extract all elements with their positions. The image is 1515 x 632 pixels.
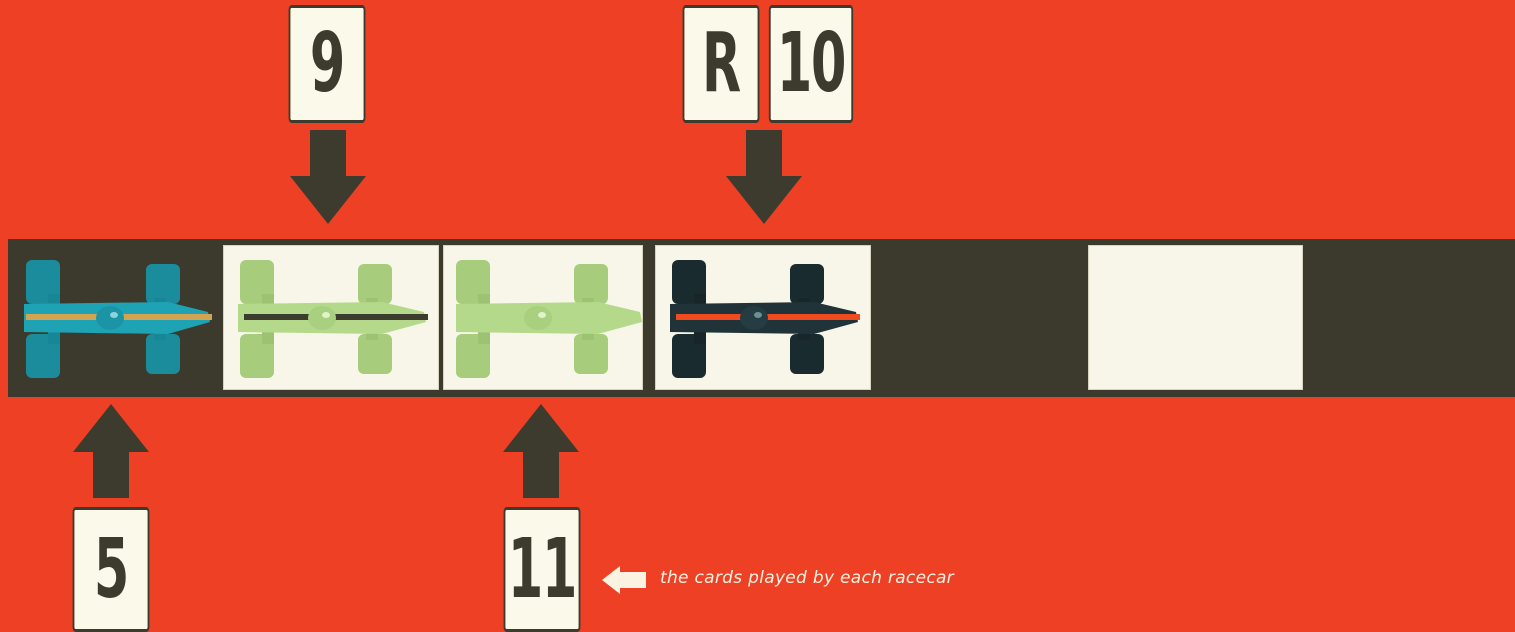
blue-racecar[interactable] xyxy=(18,258,218,380)
card-r[interactable]: R xyxy=(683,5,760,123)
card-11[interactable]: 11 xyxy=(504,507,581,632)
dark-racecar[interactable] xyxy=(664,258,864,380)
caption-text: the cards played by each racecar xyxy=(660,568,954,588)
green-racecar[interactable] xyxy=(450,258,650,380)
up-arrow-icon xyxy=(503,404,579,498)
card-9[interactable]: 9 xyxy=(289,5,366,123)
card-5[interactable]: 5 xyxy=(73,507,150,632)
card-10[interactable]: 10 xyxy=(769,5,853,123)
green-racecar-striped[interactable] xyxy=(232,258,432,380)
down-arrow-icon xyxy=(290,130,366,224)
up-arrow-icon xyxy=(73,404,149,498)
left-arrow-icon xyxy=(602,566,646,594)
down-arrow-icon xyxy=(726,130,802,224)
track-space-empty[interactable] xyxy=(1088,245,1303,390)
